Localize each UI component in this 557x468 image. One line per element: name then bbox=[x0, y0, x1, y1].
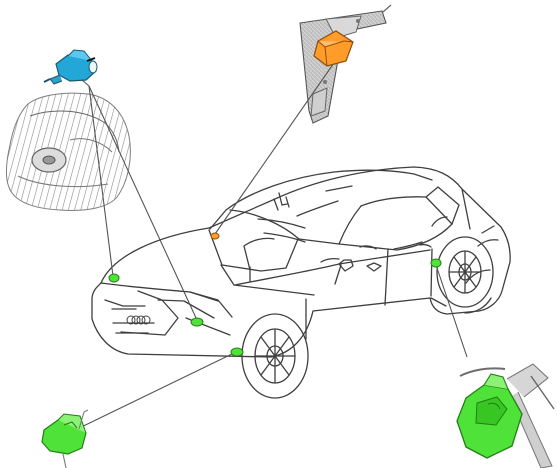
rear-wheel bbox=[437, 237, 493, 307]
headlight-housing-illustration bbox=[7, 93, 131, 210]
sedan-illustration bbox=[92, 167, 510, 357]
door-switch-component bbox=[457, 364, 554, 468]
front-sensor-component bbox=[42, 410, 88, 468]
dashboard-bracket-illustration bbox=[300, 5, 391, 123]
key-cylinder-component bbox=[44, 50, 97, 84]
